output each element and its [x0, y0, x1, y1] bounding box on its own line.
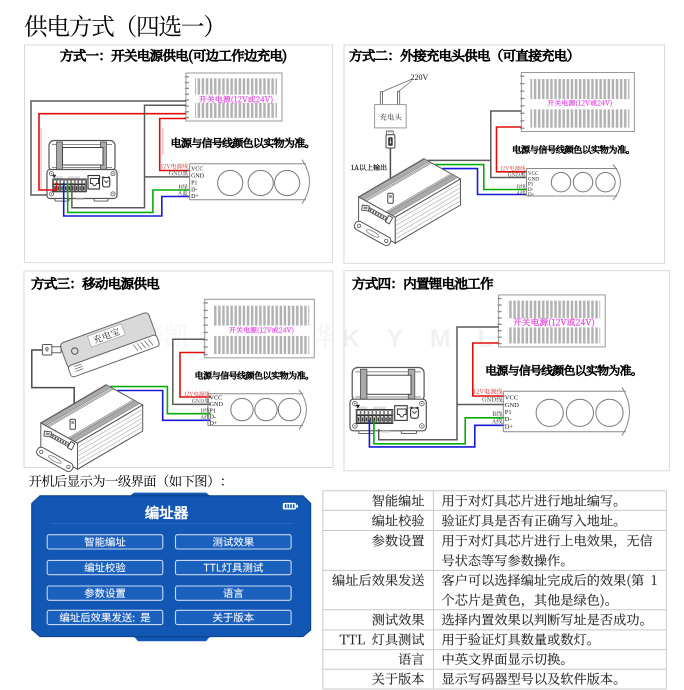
svg-text:P1: P1 — [505, 409, 512, 416]
svg-text:D+: D+ — [209, 420, 218, 427]
svg-text:VCC: VCC — [209, 395, 222, 402]
svg-text:GND: GND — [209, 401, 223, 408]
svg-text:GND: GND — [191, 174, 205, 180]
svg-text:D+: D+ — [191, 194, 199, 200]
svg-text:D-: D- — [505, 416, 512, 423]
svg-text:K Y M L: K Y M L — [342, 325, 503, 353]
svg-text:VCC: VCC — [505, 394, 518, 401]
svg-text:P1: P1 — [209, 407, 216, 414]
svg-text:VCC: VCC — [191, 166, 203, 172]
svg-text:D+: D+ — [528, 193, 535, 198]
svg-text:D-: D- — [209, 413, 216, 420]
svg-text:220V: 220V — [411, 73, 429, 82]
svg-text:D+: D+ — [505, 423, 514, 430]
svg-text:P1: P1 — [528, 183, 534, 188]
svg-text:VCC: VCC — [528, 172, 539, 177]
svg-text:D-: D- — [528, 188, 534, 193]
svg-text:GND: GND — [505, 402, 519, 409]
svg-text:GND: GND — [528, 177, 539, 182]
svg-text:D-: D- — [191, 187, 197, 193]
svg-text:P1: P1 — [191, 180, 197, 186]
